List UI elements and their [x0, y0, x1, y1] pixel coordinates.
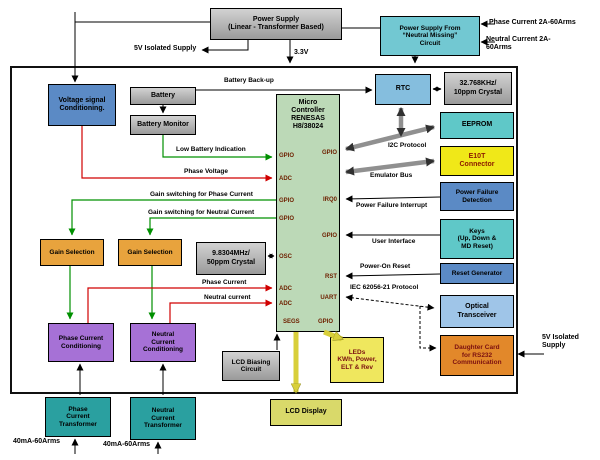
isolated-5v-top-label: 5V Isolated Supply [134, 45, 197, 52]
neutral-range-label: 40mA-60Arms [103, 441, 151, 448]
keys-box: Keys (Up, Down & MD Reset) [440, 219, 514, 259]
phase-conditioning-box: Phase Current Conditioning [48, 323, 114, 362]
gain-selection-neutral-box: Gain Selection [118, 239, 182, 266]
emulator-bus-label: Emulator Bus [370, 172, 413, 179]
gain-switch-neutral-label: Gain switching for Neutral Current [148, 209, 255, 216]
main-board-border [10, 66, 518, 394]
power-failure-interrupt-label: Power Failure Interrupt [356, 202, 428, 209]
mcu-pin-gpio-r2: GPIO [321, 233, 337, 239]
phase-current-label: Phase Current [202, 279, 247, 286]
rtc-box: RTC [375, 74, 431, 105]
phase-voltage-label: Phase Voltage [184, 168, 228, 175]
mcu-pin-adc-l3: ADC [279, 301, 292, 307]
rail-3v3-label: 3.3V [294, 49, 309, 56]
mcu-pin-adc-l2: ADC [279, 286, 292, 292]
mcu-pin-gpio-l3: GPIO [279, 216, 295, 222]
neutral-current-label: Neutral current [204, 294, 251, 301]
neutral-current-input-label: Neutral Current 2A- 60Arms [486, 36, 551, 51]
mcu-pin-gpio-l2: GPIO [279, 198, 295, 204]
e10t-connector-box: E10T Connector [440, 146, 514, 176]
user-interface-label: User Interface [372, 238, 416, 245]
mcu-pin-gpio-r3: GPIO [317, 319, 333, 325]
neutral-conditioning-box: Neutral Current Conditioning [130, 323, 196, 362]
voltage-conditioning-box: Voltage signal Conditioning. [48, 84, 116, 126]
gain-switch-phase-label: Gain switching for Phase Current [150, 191, 253, 198]
neutral-missing-supply-box: Power Supply From “Neutral Missing” Circ… [380, 16, 480, 56]
battery-backup-label: Battery Back-up [224, 77, 274, 84]
daughter-card-box: Daughter Card for RS232 Communication [440, 335, 514, 376]
battery-monitor-box: Battery Monitor [130, 115, 196, 135]
leds-box: LEDs KWh, Power, ELT & Rev [330, 337, 384, 383]
mcu-pin-adc-l1: ADC [279, 176, 292, 182]
mcu-pin-irq0: IRQ0 [322, 197, 337, 203]
eeprom-box: EEPROM [440, 112, 514, 139]
phase-transformer-box: Phase Current Transformer [45, 397, 111, 437]
lcd-display-box: LCD Display [270, 399, 342, 426]
phase-range-label: 40mA-60Arms [13, 438, 61, 445]
lcd-biasing-box: LCD Biasing Circuit [222, 351, 280, 381]
power-supply-box: Power Supply (Linear - Transformer Based… [210, 8, 342, 40]
neutral-transformer-box: Neutral Current Transformer [130, 397, 196, 440]
mcu-pin-rst: RST [325, 274, 337, 280]
rtc-crystal-box: 32.768KHz/ 10ppm Crystal [444, 72, 512, 105]
battery-box: Battery [130, 87, 196, 105]
phase-current-input-label: Phase Current 2A-60Arms [489, 19, 576, 26]
power-failure-box: Power Failure Detection [440, 182, 514, 211]
main-crystal-box: 9.8304MHz/ 50ppm Crystal [196, 242, 266, 275]
mcu-title: Micro Controller RENESAS H8/38024 [291, 99, 325, 131]
mcu-pin-osc: OSC [279, 254, 293, 260]
power-on-reset-label: Power-On Reset [360, 263, 411, 270]
iec-protocol-label: IEC 62056-21 Protocol [350, 284, 419, 291]
mcu-pin-gpio-r1: GPIO [321, 150, 337, 156]
isolated-5v-right-label: 5V Isolated Supply [542, 334, 579, 349]
i2c-protocol-label: I2C Protocol [388, 142, 427, 149]
gain-selection-phase-box: Gain Selection [40, 239, 104, 266]
mcu-pin-gpio-l1: GPIO [279, 153, 295, 159]
mcu-pin-uart: UART [320, 295, 337, 301]
mcu-pin-segs: SEGS [283, 319, 300, 325]
optical-transceiver-box: Optical Transceiver [440, 295, 514, 328]
low-battery-label: Low Battery Indication [176, 146, 246, 153]
reset-generator-box: Reset Generator [440, 263, 514, 284]
mcu-box: Micro Controller RENESAS H8/38024 GPIO A… [276, 94, 340, 332]
